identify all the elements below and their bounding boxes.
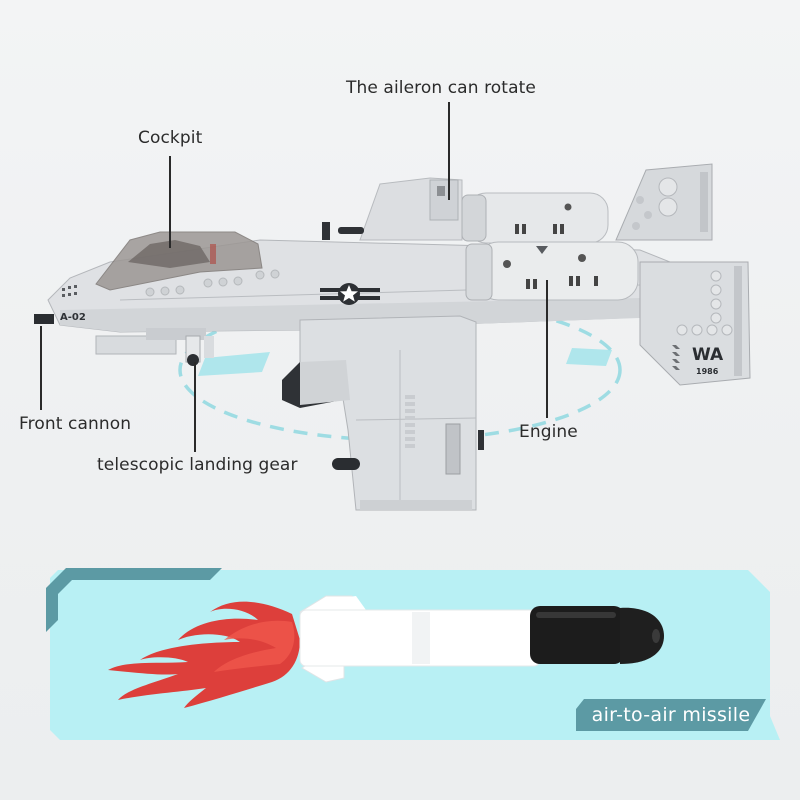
tail-code: WA: [692, 345, 724, 365]
callout-aileron: The aileron can rotate: [346, 78, 536, 98]
landing-gear: [185, 335, 214, 366]
engine-leader-line: [546, 280, 548, 418]
callout-landing-gear: telescopic landing gear: [97, 455, 298, 475]
missile-tag: air-to-air missile: [576, 699, 766, 731]
missile-tag-label: air-to-air missile: [591, 704, 751, 726]
star-insignia-icon: [320, 283, 380, 305]
lower-engine: [465, 241, 639, 301]
aileron-leader-line: [448, 102, 450, 200]
panel-accent-frame: [46, 568, 222, 632]
aircraft-model: A-02: [34, 163, 751, 511]
nose-marking: A-02: [60, 312, 86, 323]
lower-wing: [282, 315, 484, 511]
callout-cockpit: Cockpit: [138, 128, 203, 148]
upper-wing: [359, 177, 463, 241]
callout-engine: Engine: [519, 422, 578, 442]
cockpit-leader-line: [169, 156, 171, 248]
tail-rudder: WA 1986: [639, 261, 751, 386]
front-cannon-leader-line: [40, 326, 42, 410]
tail-fin-upper: [615, 163, 713, 241]
cockpit-canopy: [95, 231, 263, 291]
callout-front-cannon: Front cannon: [19, 414, 132, 434]
upper-engine: [461, 192, 609, 244]
landing-gear-leader-line: [194, 362, 196, 452]
missile-icon: [108, 595, 664, 708]
front-cannon: [34, 314, 54, 324]
tail-year: 1986: [696, 367, 719, 376]
